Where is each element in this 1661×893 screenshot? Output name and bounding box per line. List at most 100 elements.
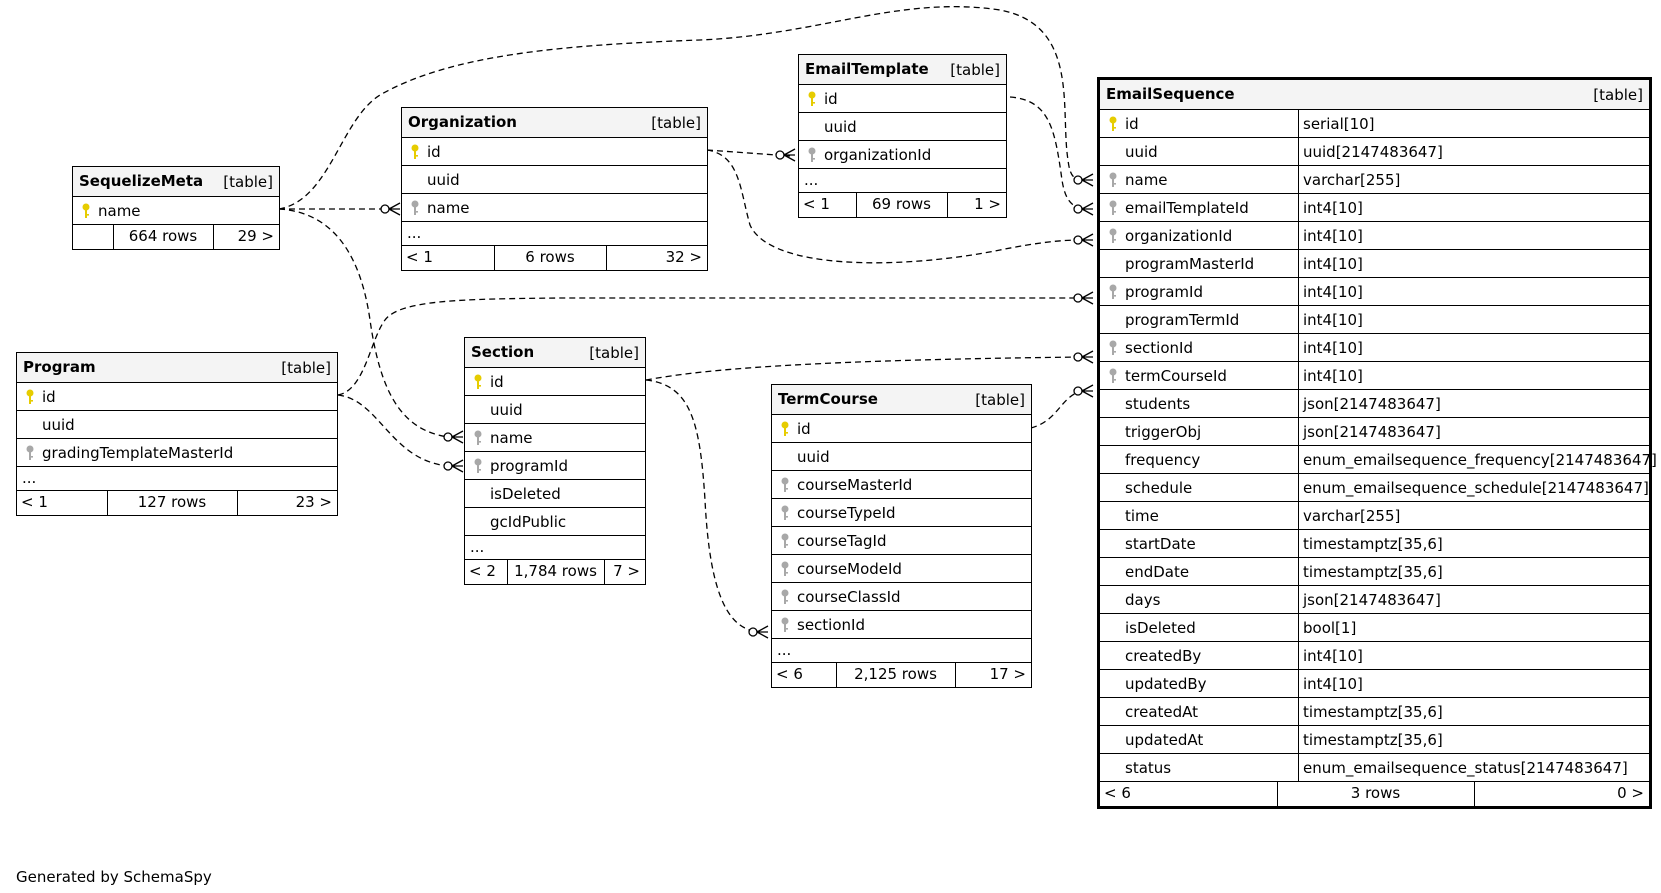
column-row[interactable]: uuid — [799, 113, 1006, 141]
table-header[interactable]: Section[table] — [465, 338, 645, 368]
foreign-key-icon — [1108, 284, 1118, 300]
table-header[interactable]: Organization[table] — [402, 108, 707, 138]
column-row[interactable]: organizationId — [799, 141, 1006, 169]
more-columns-row[interactable]: ... — [17, 467, 337, 491]
column-row[interactable]: gcIdPublic — [465, 508, 645, 536]
column-name: name — [98, 202, 141, 220]
table-header[interactable]: SequelizeMeta[table] — [73, 167, 279, 197]
column-row[interactable]: name — [465, 424, 645, 452]
parent-count-link[interactable]: < 1 — [406, 248, 433, 266]
column-type: serial[10] — [1298, 110, 1375, 137]
table-header[interactable]: EmailTemplate[table] — [799, 55, 1006, 85]
column-row[interactable]: uuid — [465, 396, 645, 424]
column-row[interactable]: name — [402, 194, 707, 222]
more-columns-row[interactable]: ... — [465, 536, 645, 560]
more-columns-row[interactable]: ... — [402, 222, 707, 246]
column-row[interactable]: uuid — [17, 411, 337, 439]
table-type-label: [table] — [975, 391, 1025, 409]
column-row[interactable]: courseMasterId — [772, 471, 1031, 499]
more-columns-row[interactable]: ... — [772, 639, 1031, 663]
table-name[interactable]: EmailTemplate — [805, 60, 929, 78]
table-header[interactable]: TermCourse [table] — [772, 385, 1031, 415]
column-row[interactable]: id — [772, 415, 1031, 443]
column-row[interactable]: isDeleted — [465, 480, 645, 508]
column-row[interactable]: gradingTemplateMasterId — [17, 439, 337, 467]
table-name[interactable]: EmailSequence — [1106, 85, 1235, 103]
more-columns-row[interactable]: ... — [799, 169, 1006, 193]
column-row[interactable]: uuid — [772, 443, 1031, 471]
column-row[interactable]: uuid — [402, 166, 707, 194]
child-count-link[interactable]: 7 > — [613, 562, 640, 580]
foreign-key-icon — [1108, 200, 1118, 216]
row-count: 1,784 rows — [514, 562, 597, 580]
column-type: int4[10] — [1298, 670, 1363, 697]
column-row[interactable]: courseClassId — [772, 583, 1031, 611]
table-name[interactable]: SequelizeMeta — [79, 172, 204, 190]
table-name[interactable]: TermCourse — [778, 390, 878, 408]
column-row[interactable]: courseTagId — [772, 527, 1031, 555]
column-row[interactable]: id — [799, 85, 1006, 113]
parent-count-link[interactable]: < 1 — [21, 493, 48, 511]
column-type: enum_emailsequence_schedule[2147483647] — [1298, 474, 1649, 501]
child-count-link[interactable]: 0 > — [1617, 784, 1644, 802]
primary-key-icon — [25, 389, 35, 405]
column-row[interactable]: programId — [465, 452, 645, 480]
parent-count-link[interactable]: < 1 — [803, 195, 830, 213]
table-name[interactable]: Program — [23, 358, 96, 376]
column-type: int4[10] — [1298, 278, 1363, 305]
child-count-link[interactable]: 1 > — [974, 195, 1001, 213]
child-count-link[interactable]: 17 > — [989, 665, 1026, 683]
column-row[interactable]: id — [17, 383, 337, 411]
column-row[interactable]: name — [73, 197, 279, 225]
child-count-link[interactable]: 32 > — [665, 248, 702, 266]
parent-count-link[interactable]: < 6 — [776, 665, 803, 683]
column-row[interactable]: courseTypeId — [772, 499, 1031, 527]
table-header[interactable]: Program[table] — [17, 353, 337, 383]
edge-program-emailsequence — [337, 297, 1085, 396]
column-row[interactable]: sectionId — [772, 611, 1031, 639]
parent-count-link[interactable]: < 2 — [469, 562, 496, 580]
column-row[interactable]: courseModeId — [772, 555, 1031, 583]
column-row[interactable]: id — [402, 138, 707, 166]
child-count-link[interactable]: 29 > — [237, 227, 274, 245]
table-name[interactable]: Section — [471, 343, 535, 361]
table-name[interactable]: Organization — [408, 113, 517, 131]
child-count-link[interactable]: 23 > — [295, 493, 332, 511]
more-columns-ellipsis: ... — [804, 171, 819, 189]
column-row[interactable]: id — [465, 368, 645, 396]
parent-count-link[interactable]: < 6 — [1104, 784, 1131, 802]
table-header[interactable]: EmailSequence[table] — [1100, 80, 1649, 110]
